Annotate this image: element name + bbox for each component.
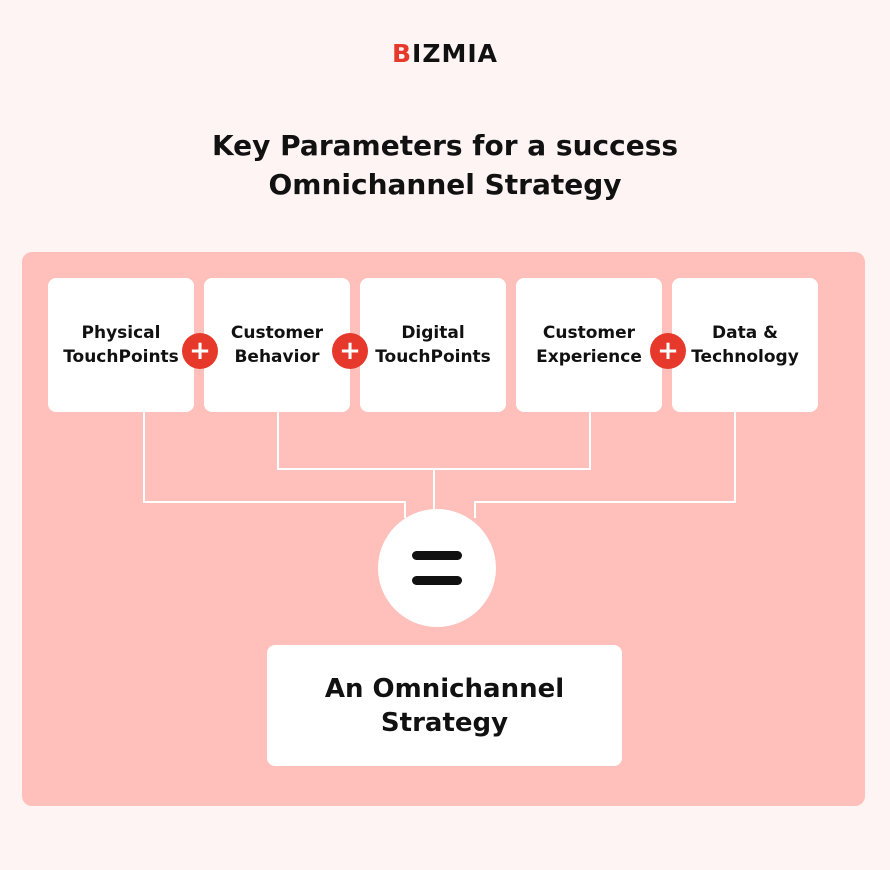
equals-icon [378, 509, 496, 627]
parameter-label-line1: Physical [81, 323, 161, 343]
parameter-physical-touchpoints: Physical TouchPoints [48, 278, 194, 412]
result-line-1: An Omnichannel [324, 673, 565, 704]
connector-physical [143, 412, 406, 518]
title-line-2: Omnichannel Strategy [268, 168, 622, 201]
parameter-label-line2: Experience [536, 347, 642, 367]
parameter-label-line1: Data & [712, 323, 778, 343]
parameter-label-line2: Technology [691, 347, 799, 367]
parameter-label-line1: Customer [542, 323, 636, 343]
parameter-label-line1: Customer [230, 323, 324, 343]
result-line-2: Strategy [380, 707, 509, 738]
equals-bar-top [412, 551, 462, 560]
title-line-1: Key Parameters for a success [211, 129, 679, 162]
parameter-customer-behavior: Customer Behavior [204, 278, 350, 412]
parameter-digital-touchpoints: Digital TouchPoints [360, 278, 506, 412]
logo-wordmark: IZMIA [412, 39, 499, 68]
logo-accent-letter: B [391, 39, 413, 68]
connector-behavior-experience [277, 412, 591, 470]
plus-icon: + [650, 333, 686, 369]
parameter-label-line2: TouchPoints [375, 347, 491, 367]
parameter-label-line2: TouchPoints [63, 347, 179, 367]
plus-icon: + [182, 333, 218, 369]
plus-icon: + [332, 333, 368, 369]
connector-technology [474, 412, 736, 518]
parameter-data-technology: Data & Technology [672, 278, 818, 412]
bizmia-logo: BIZMIA [0, 40, 890, 68]
parameter-label-line2: Behavior [234, 347, 320, 367]
parameter-customer-experience: Customer Experience [516, 278, 662, 412]
equals-bar-bottom [412, 576, 462, 585]
result-box: An Omnichannel Strategy [267, 645, 622, 766]
page-title: Key Parameters for a success Omnichannel… [0, 126, 890, 204]
parameter-label-line1: Digital [401, 323, 465, 343]
